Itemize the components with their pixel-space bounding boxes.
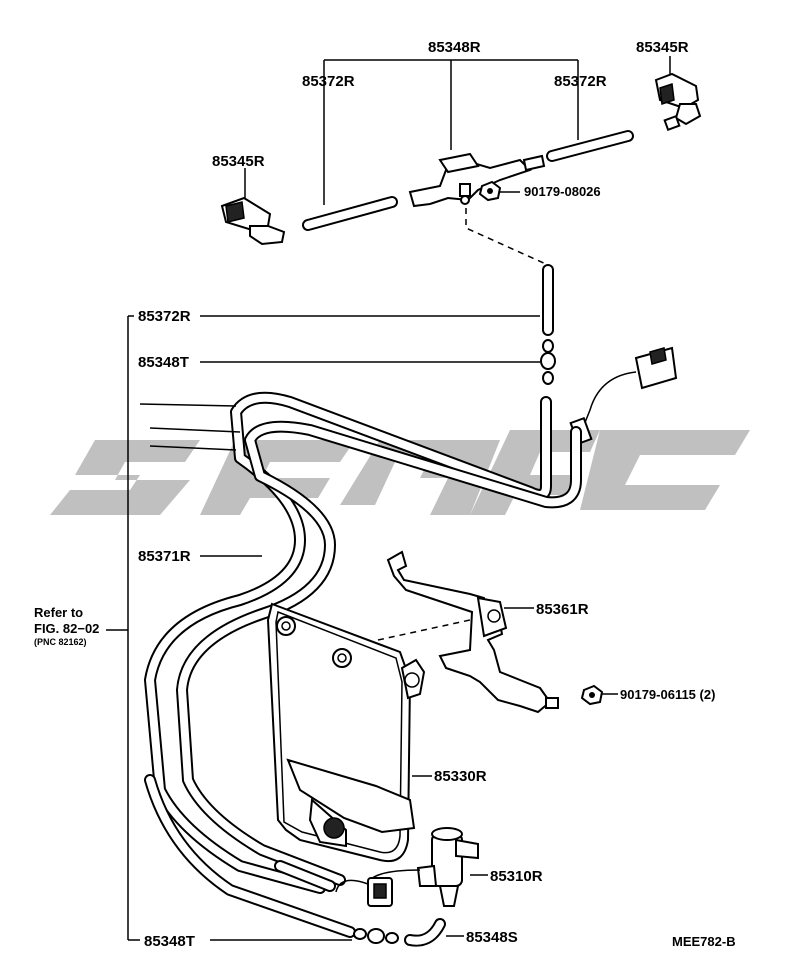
nozzle-right-icon [654, 72, 702, 132]
dashed-connection-top [465, 208, 549, 266]
label-tank: 85330R [434, 768, 487, 785]
label-bracket: 85361R [536, 601, 589, 618]
nut-top-icon [478, 180, 502, 202]
label-elbow-hose: 85348S [466, 929, 518, 946]
reservoir-tank [266, 602, 426, 862]
connector-plug-icon [569, 346, 678, 446]
label-joint-lower: 85348T [144, 933, 195, 950]
pump-connector-icon [335, 869, 421, 907]
label-nut-top: 90179-08026 [524, 184, 601, 199]
label-nozzle-left: 85345R [212, 153, 265, 170]
dashed-connection-bracket [377, 619, 471, 641]
leader-left-bracket [127, 315, 140, 941]
label-refer-line3: (PNC 82162) [34, 637, 87, 647]
hose-lower [144, 774, 356, 938]
label-pump: 85310R [490, 868, 543, 885]
drawing-id: MEE782-B [672, 934, 736, 949]
label-tube-left-top: 85372R [302, 73, 355, 90]
label-nozzle-right: 85345R [636, 39, 689, 56]
label-joint-upper: 85348T [138, 354, 189, 371]
label-tube-vertical: 85372R [138, 308, 191, 325]
hose-main [139, 391, 582, 894]
nut-bracket-icon [545, 684, 604, 709]
label-nut-bracket: 90179-06115 (2) [620, 687, 715, 702]
t-joint-top [408, 152, 546, 208]
nozzle-left-icon [220, 196, 286, 246]
watermark-logo [50, 430, 750, 515]
elbow-hose-icon [404, 918, 446, 947]
label-refer-line1: Refer to [34, 605, 83, 620]
leader-top-bracket [323, 59, 579, 205]
joint-lower-icon [353, 928, 399, 944]
tube-left-top [302, 196, 398, 231]
tube-right-top [546, 130, 634, 162]
washer-pump [416, 827, 479, 907]
label-tube-right-top: 85372R [554, 73, 607, 90]
label-top-hose-group: 85348R [428, 39, 481, 56]
joint-upper-icon [540, 339, 556, 385]
bracket-part [386, 550, 552, 714]
label-hose-main: 85371R [138, 548, 191, 565]
label-refer-line2: FIG. 82−02 [34, 621, 99, 636]
